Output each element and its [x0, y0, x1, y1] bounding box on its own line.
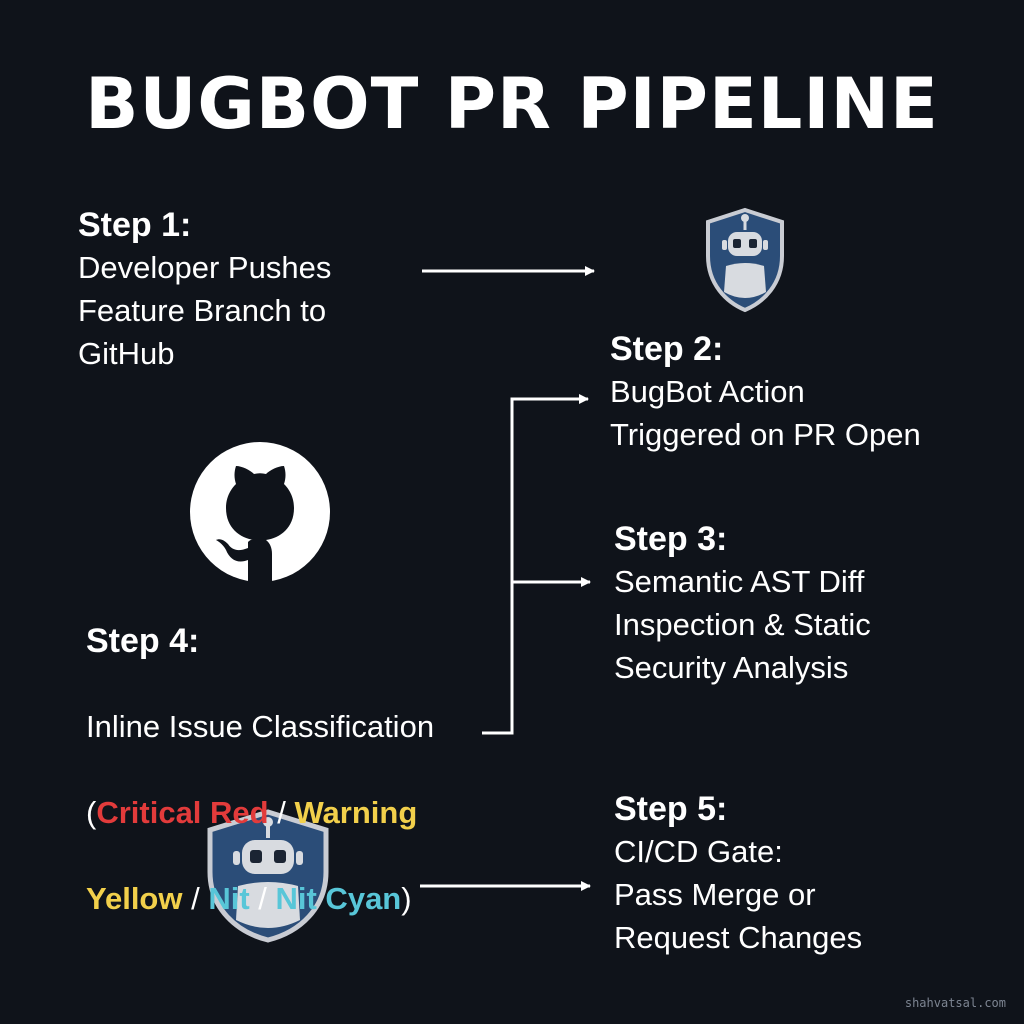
- step-1-block: Step 1: Developer Pushes Feature Branch …: [78, 204, 438, 375]
- step-4-block: Step 4: Inline Issue Classification (Cri…: [86, 620, 516, 920]
- bugbot-shield-icon: [704, 206, 786, 314]
- github-octocat-icon: [190, 442, 330, 582]
- separator: /: [182, 881, 209, 916]
- step-heading: Step 2:: [610, 330, 724, 368]
- separator: /: [249, 881, 276, 916]
- step-heading: Step 5:: [614, 790, 728, 828]
- step-description: Semantic AST Diff Inspection & Static Se…: [614, 564, 871, 685]
- step-2-block: Step 2: BugBot Action Triggered on PR Op…: [610, 328, 990, 456]
- warning-label: Warning: [294, 795, 418, 830]
- bracket-connector: [482, 394, 591, 735]
- step-description: BugBot Action Triggered on PR Open: [610, 374, 921, 452]
- step-description: Developer Pushes Feature Branch to GitHu…: [78, 250, 332, 371]
- nit-label: Nit: [208, 881, 250, 916]
- step-heading: Step 4:: [86, 622, 200, 660]
- step-3-block: Step 3: Semantic AST Diff Inspection & S…: [614, 518, 994, 689]
- yellow-label: Yellow: [86, 881, 183, 916]
- page-title: BUGBOT PR PIPELINE: [85, 63, 939, 145]
- separator: /: [268, 795, 295, 830]
- step-heading: Step 1:: [78, 206, 192, 244]
- close-paren: ): [401, 881, 412, 916]
- open-paren: (: [86, 795, 97, 830]
- critical-label: Critical Red: [96, 795, 269, 830]
- watermark: shahvatsal.com: [904, 996, 1006, 1010]
- classification-line: Inline Issue Classification: [86, 709, 435, 744]
- step-5-block: Step 5: CI/CD Gate: Pass Merge or Reques…: [614, 788, 994, 959]
- step-heading: Step 3:: [614, 520, 728, 558]
- bugbot-shield-icon: [204, 808, 332, 944]
- step-description: Inline Issue Classification (Critical Re…: [86, 662, 516, 920]
- nit-cyan-label: Nit Cyan: [275, 881, 402, 916]
- step-description: CI/CD Gate: Pass Merge or Request Change…: [614, 834, 863, 955]
